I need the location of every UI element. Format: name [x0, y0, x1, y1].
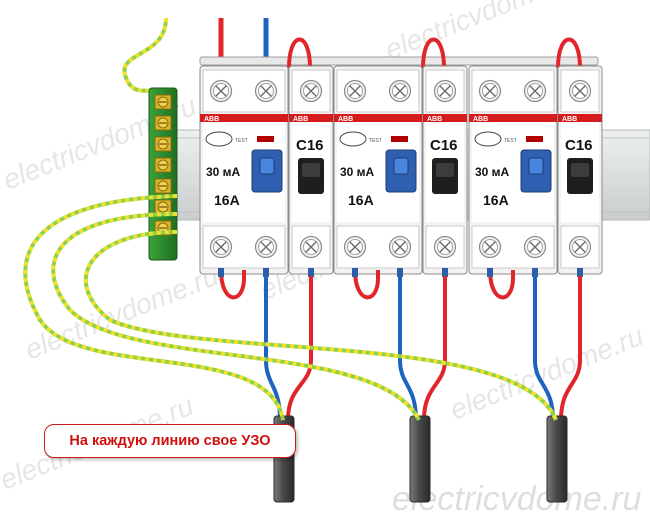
terminal-screw: [299, 235, 323, 259]
ferrule: [442, 268, 448, 277]
line-wiring-group: [218, 268, 314, 503]
indicator-window: [391, 136, 408, 142]
terminal-screw: [209, 235, 233, 259]
terminal-screw: [209, 79, 233, 103]
leakage-rating: 30 мА: [340, 165, 375, 179]
current-rating: 16A: [214, 192, 240, 208]
brand-label: ABB: [293, 116, 308, 123]
neutral-output-wire: [398, 276, 418, 421]
ferrule: [308, 268, 314, 277]
terminal-screw: [523, 79, 547, 103]
bus-screw: [154, 115, 172, 131]
current-rating: 16A: [348, 192, 374, 208]
terminal-screw: [254, 79, 278, 103]
brand-bar: [334, 114, 422, 122]
terminal-screw: [343, 79, 367, 103]
terminal-screw: [478, 79, 502, 103]
watermark-footer: electricvdome.ru: [392, 480, 642, 518]
terminal-screw: [299, 79, 323, 103]
brand-label: ABB: [204, 116, 219, 123]
ferrule: [263, 268, 269, 277]
line-wiring-group: [487, 268, 583, 503]
brand-bar: [200, 114, 288, 122]
earth-output-wire: [23, 194, 285, 421]
leakage-rating: 30 мА: [206, 165, 241, 179]
terminal-screw: [568, 235, 592, 259]
breaker-toggle-cap: [302, 163, 320, 177]
phase-output-wire: [286, 276, 313, 421]
test-label: TEST: [369, 138, 382, 144]
terminal-screw: [568, 79, 592, 103]
ferrule: [352, 268, 358, 277]
watermark-text: electricvdome.ru: [381, 0, 583, 66]
terminal-screw: [388, 235, 412, 259]
bottom-jumper: [488, 269, 515, 300]
circuit-breaker: ABB C16: [288, 65, 334, 275]
output-cable: [409, 415, 431, 503]
indicator-window: [257, 136, 274, 142]
phase-output-wire: [422, 276, 447, 421]
ferrule: [487, 268, 493, 277]
watermark-text: electricvdome.ru: [446, 320, 648, 426]
test-label: TEST: [504, 138, 517, 144]
output-cable: [546, 415, 568, 503]
bus-screw: [154, 94, 172, 110]
indicator-window: [526, 136, 543, 142]
terminal-screw: [478, 235, 502, 259]
circuit-breaker: ABB C16: [422, 65, 468, 275]
brand-bar: [558, 114, 602, 122]
brand-label: ABB: [473, 116, 488, 123]
bottom-jumper: [219, 269, 246, 300]
terminal-screw: [388, 79, 412, 103]
brand-label: ABB: [338, 116, 353, 123]
ground-bus-bar: [148, 87, 178, 261]
ferrule: [532, 268, 538, 277]
ferrule: [397, 268, 403, 277]
rcbo-device: ABB TEST 30 мА 16A: [468, 65, 558, 275]
brand-bar: [469, 114, 557, 122]
bottom-jumper: [353, 269, 380, 300]
breaker-rating: C16: [565, 137, 593, 154]
rcbo-device: ABB TEST 30 мА 16A: [333, 65, 423, 275]
terminal-screw: [433, 235, 457, 259]
earth-output-wire: [51, 212, 421, 421]
circuit-breaker: ABB C16: [557, 65, 603, 275]
brand-bar: [289, 114, 333, 122]
breaker-rating: C16: [296, 137, 324, 154]
top-jumpers: [287, 37, 582, 69]
rcbo-toggle-cap: [393, 157, 409, 175]
callout-label: На каждую линию свое УЗО: [44, 424, 296, 458]
ferrule: [577, 268, 583, 277]
test-button: [474, 131, 502, 147]
bus-screw: [154, 157, 172, 173]
rcbo-device: ABB TEST 30 мА 16A: [199, 65, 289, 275]
test-button: [205, 131, 233, 147]
breaker-rating: C16: [430, 137, 458, 154]
ferrule: [218, 268, 224, 277]
rcbo-toggle-cap: [528, 157, 544, 175]
bus-screw: [154, 199, 172, 215]
comb-busbar: [199, 56, 599, 66]
brand-label: ABB: [562, 116, 577, 123]
terminal-screw: [523, 235, 547, 259]
breaker-toggle-cap: [571, 163, 589, 177]
bus-screw: [154, 178, 172, 194]
current-rating: 16A: [483, 192, 509, 208]
test-label: TEST: [235, 138, 248, 144]
incoming-earth-wire: [122, 17, 168, 94]
line-wiring-group: [352, 268, 448, 503]
terminal-screw: [433, 79, 457, 103]
terminal-screw: [254, 235, 278, 259]
bus-screw: [154, 136, 172, 152]
test-button: [339, 131, 367, 147]
rcbo-toggle-cap: [259, 157, 275, 175]
breaker-toggle-cap: [436, 163, 454, 177]
leakage-rating: 30 мА: [475, 165, 510, 179]
brand-label: ABB: [427, 116, 442, 123]
earth-output-wire: [83, 230, 558, 421]
phase-output-wire: [559, 276, 582, 421]
terminal-screw: [343, 235, 367, 259]
brand-bar: [423, 114, 467, 122]
